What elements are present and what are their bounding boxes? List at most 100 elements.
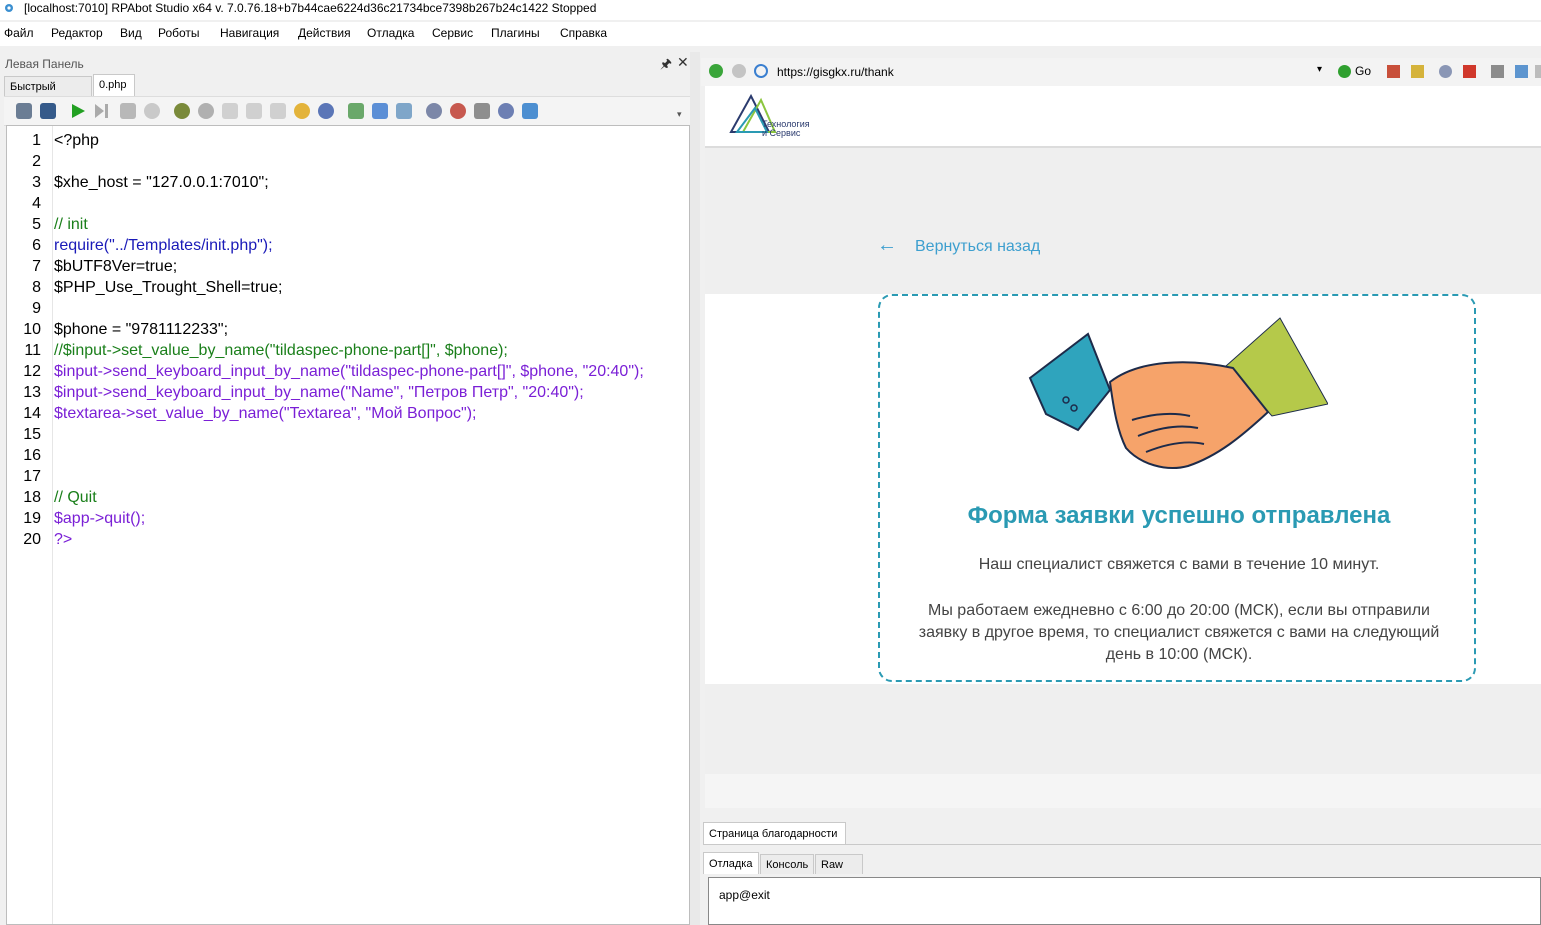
code-line[interactable]: ?>	[54, 531, 73, 548]
wand-icon[interactable]	[474, 103, 490, 119]
back-icon[interactable]	[709, 64, 723, 78]
bug-icon[interactable]	[174, 103, 190, 119]
forward-icon[interactable]	[732, 64, 746, 78]
line-number: 5	[32, 216, 41, 233]
search-icon[interactable]	[294, 103, 310, 119]
menu-plugins[interactable]: Плагины	[491, 26, 540, 40]
menu-editor[interactable]: Редактор	[51, 26, 103, 40]
line-number: 11	[24, 342, 41, 359]
line-number: 14	[23, 405, 41, 422]
page-footer-area	[705, 684, 1541, 774]
menu-navigation[interactable]: Навигация	[220, 26, 280, 40]
success-card: Форма заявки успешно отправлена Наш спец…	[878, 294, 1476, 682]
line-number: 18	[23, 489, 41, 506]
tab-divider	[703, 844, 1541, 845]
more-icon[interactable]	[1535, 65, 1541, 78]
robot-icon[interactable]	[1387, 65, 1400, 78]
code-line[interactable]: $phone = "9781112233";	[54, 321, 229, 338]
line-number: 4	[32, 195, 41, 212]
add-file-icon[interactable]	[348, 103, 364, 119]
go-button[interactable]: Go	[1355, 64, 1372, 78]
line-number: 15	[23, 426, 41, 443]
step-out-icon[interactable]	[270, 103, 286, 119]
run-icon[interactable]	[70, 103, 86, 119]
menu-robots[interactable]: Роботы	[158, 26, 200, 40]
plugin-gear-red-icon[interactable]	[450, 103, 466, 119]
code-line[interactable]: $bUTF8Ver=true;	[54, 258, 178, 275]
code-line[interactable]: $app->quit();	[54, 510, 146, 527]
tab-console[interactable]: Консоль	[760, 854, 814, 874]
document-icon[interactable]	[396, 103, 412, 119]
add-template-icon[interactable]	[372, 103, 388, 119]
code-line[interactable]: $input->send_keyboard_input_by_name("Nam…	[54, 384, 584, 401]
menu-help[interactable]: Справка	[560, 26, 608, 40]
tab-quick-start[interactable]: Быстрый Старт	[4, 76, 92, 113]
pointer-icon[interactable]	[1411, 65, 1424, 78]
gear-disabled-icon[interactable]	[144, 103, 160, 119]
window-icon[interactable]	[1515, 65, 1528, 78]
line-number: 10	[23, 321, 41, 338]
tools-icon[interactable]	[1491, 65, 1504, 78]
success-message: Наш специалист свяжется с вами в течение…	[978, 556, 1380, 573]
plugin-gear-icon[interactable]	[426, 103, 442, 119]
back-link[interactable]: Вернуться назад	[915, 238, 1041, 255]
step-run-icon[interactable]	[94, 103, 110, 119]
go-icon[interactable]	[1338, 65, 1351, 78]
step-into-icon[interactable]	[246, 103, 262, 119]
refresh-icon[interactable]	[754, 64, 768, 78]
menu-service[interactable]: Сервис	[432, 26, 474, 40]
save-icon[interactable]	[16, 103, 32, 119]
tab-thank-you-page[interactable]: Страница благодарности	[703, 822, 846, 844]
line-number: 6	[32, 237, 41, 254]
settings-icon[interactable]	[318, 103, 334, 119]
code-line[interactable]: //$input->set_value_by_name("tildaspec-p…	[54, 342, 508, 359]
code-line[interactable]: // init	[54, 216, 88, 233]
line-number: 9	[32, 300, 41, 317]
code-line[interactable]: // Quit	[54, 489, 97, 506]
line-number: 2	[32, 153, 41, 170]
settings-gear-icon[interactable]	[1439, 65, 1452, 78]
step-over-icon[interactable]	[222, 103, 238, 119]
tab-0-php[interactable]: 0.php	[93, 74, 135, 96]
logo-line-2: и Сервис	[762, 128, 801, 138]
close-icon[interactable]: ✕	[677, 54, 689, 70]
users-icon[interactable]	[522, 103, 538, 119]
code-line[interactable]: <?php	[54, 132, 99, 149]
url-field[interactable]: https://gisgkx.ru/thank	[777, 65, 894, 79]
tab-debug[interactable]: Отладка	[703, 852, 759, 874]
toolbar-overflow-icon[interactable]: ▾	[677, 109, 682, 119]
app-icon	[5, 4, 13, 12]
menu-file[interactable]: Файл	[4, 26, 34, 40]
arrow-left-icon[interactable]: ←	[877, 234, 897, 256]
line-number: 13	[23, 384, 41, 401]
menu-view[interactable]: Вид	[120, 26, 142, 40]
window-title-bar: [localhost:7010] RPAbot Studio x64 v. 7.…	[0, 0, 1541, 20]
code-line[interactable]: $xhe_host = "127.0.0.1:7010";	[54, 174, 269, 191]
line-number: 7	[32, 258, 41, 275]
stop-icon[interactable]	[120, 103, 136, 119]
debug-output-text: app@exit	[719, 888, 770, 902]
bug-disabled-icon[interactable]	[198, 103, 214, 119]
code-line[interactable]: require("../Templates/init.php");	[54, 237, 273, 254]
logo-line-1: Технология	[762, 119, 810, 129]
code-line[interactable]: $PHP_Use_Trought_Shell=true;	[54, 279, 283, 296]
debug-output[interactable]: app@exit	[708, 877, 1541, 925]
panel-splitter[interactable]	[690, 52, 700, 925]
code-line[interactable]: $textarea->set_value_by_name("Textarea",…	[54, 405, 477, 422]
back-section	[705, 148, 1541, 294]
site-header: Технология и Сервис	[705, 86, 1541, 148]
menu-actions[interactable]: Действия	[298, 26, 351, 40]
save-all-icon[interactable]	[40, 103, 56, 119]
menu-debug[interactable]: Отладка	[367, 26, 415, 40]
site-logo[interactable]	[725, 90, 781, 136]
code-line[interactable]: $input->send_keyboard_input_by_name("til…	[54, 363, 644, 380]
gears-icon[interactable]	[498, 103, 514, 119]
handshake-illustration	[1028, 317, 1328, 469]
tab-raw-log[interactable]: Raw лог	[815, 854, 863, 891]
pin-icon[interactable]: 🖈	[660, 56, 673, 71]
stop-record-icon[interactable]	[1463, 65, 1476, 78]
menu-bar: Файл Редактор Вид Роботы Навигация Дейст…	[0, 22, 1541, 46]
url-dropdown-icon[interactable]: ▾	[1317, 64, 1323, 75]
